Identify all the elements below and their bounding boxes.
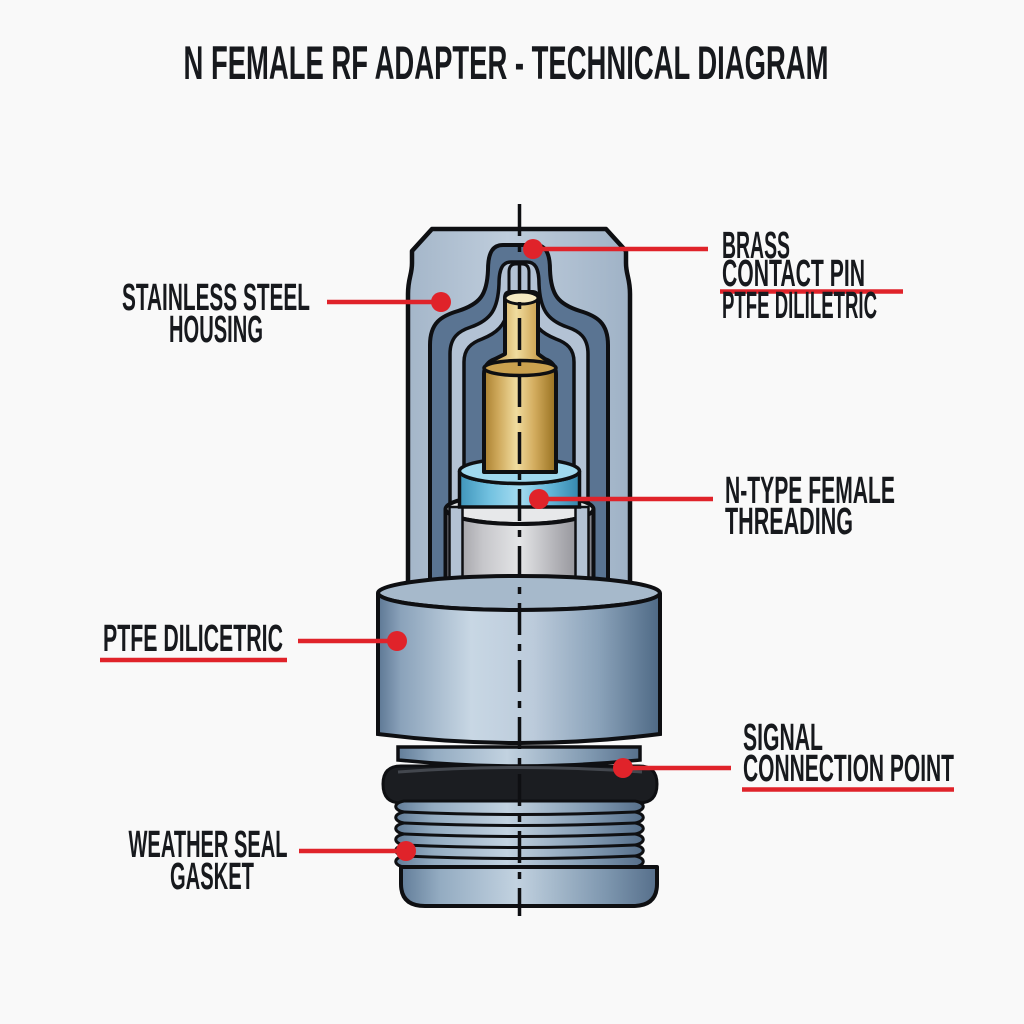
label-weather-seal-line1: WEATHER SEAL <box>129 824 288 866</box>
label-stainless-steel-housing-line1: STAINLESS STEEL <box>122 277 310 319</box>
label-n-type-threading-line2: THREADING <box>725 501 853 543</box>
pin-tip-top <box>503 290 540 306</box>
label-signal-connection-line2: CONNECTION POINT <box>743 748 954 790</box>
o-ring-highlight <box>397 766 643 774</box>
wall-strip-right <box>574 505 590 588</box>
label-brass-contact-pin-line2: CONTACT PIN <box>722 253 865 295</box>
label-brass-contact-pin-line1: BRASS <box>722 225 790 267</box>
labels: STAINLESS STEEL HOUSING BRASS CONTACT PI… <box>100 225 954 898</box>
label-brass-contact-pin-line3: PTFE DILILETRIC <box>722 285 877 327</box>
connector-cross-section <box>376 204 662 916</box>
leader-dot-brass-contact-pin <box>523 239 543 259</box>
leader-dot-n-type-threading <box>529 489 549 509</box>
leader-dot-signal-connection <box>613 758 633 778</box>
label-ptfe-dilicetric-line1: PTFE DILICETRIC <box>103 618 283 660</box>
leader-lines <box>298 239 731 861</box>
thread-line-1 <box>403 810 636 816</box>
label-stainless-steel-housing-line2: HOUSING <box>169 309 263 351</box>
leader-dot-stainless-housing <box>431 292 451 312</box>
label-weather-seal-line2: GASKET <box>170 856 254 898</box>
label-signal-connection-line1: SIGNAL <box>743 717 823 759</box>
leader-dot-weather-seal <box>396 841 416 861</box>
page-title: N FEMALE RF ADAPTER - TECHNICAL DIAGRAM <box>184 36 829 89</box>
bottom-collar <box>399 865 659 908</box>
leader-dot-ptfe-dilicetric <box>387 631 407 651</box>
wall-strip-left <box>448 505 464 588</box>
label-n-type-threading-line1: N-TYPE FEMALE <box>725 470 895 512</box>
thread-line-2 <box>403 821 636 827</box>
